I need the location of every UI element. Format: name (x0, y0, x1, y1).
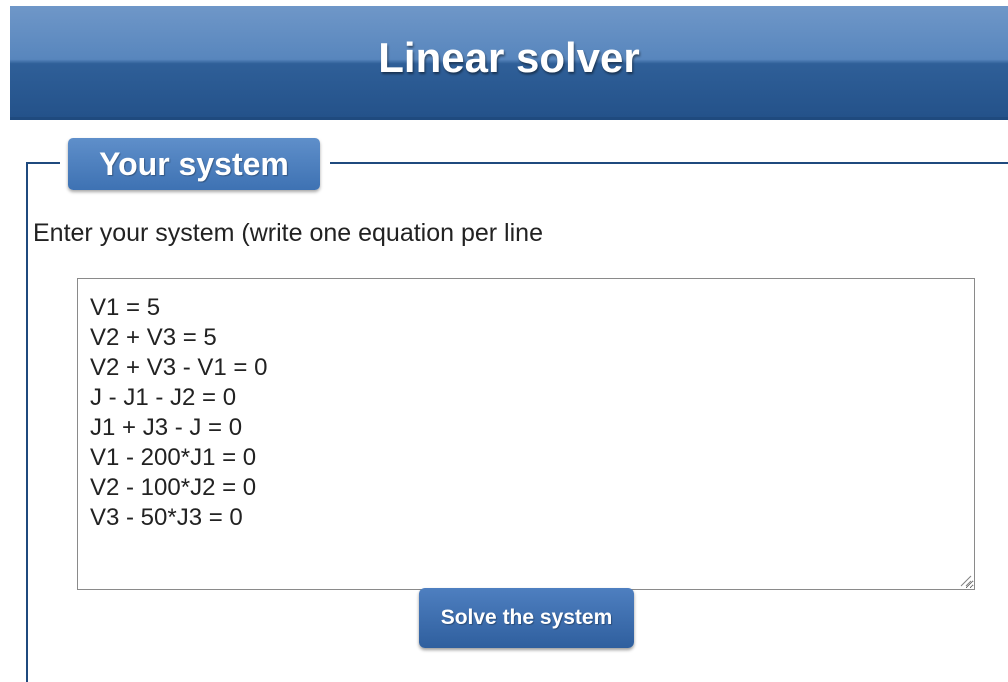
system-fieldset (26, 162, 1008, 682)
page-title: Linear solver (378, 34, 640, 81)
system-instructions: Enter your system (write one equation pe… (33, 219, 543, 247)
system-legend: Your system (68, 138, 320, 190)
equations-textarea[interactable] (77, 278, 975, 590)
solve-system-button[interactable]: Solve the system (419, 588, 634, 648)
page-header: Linear solver (10, 6, 1008, 120)
